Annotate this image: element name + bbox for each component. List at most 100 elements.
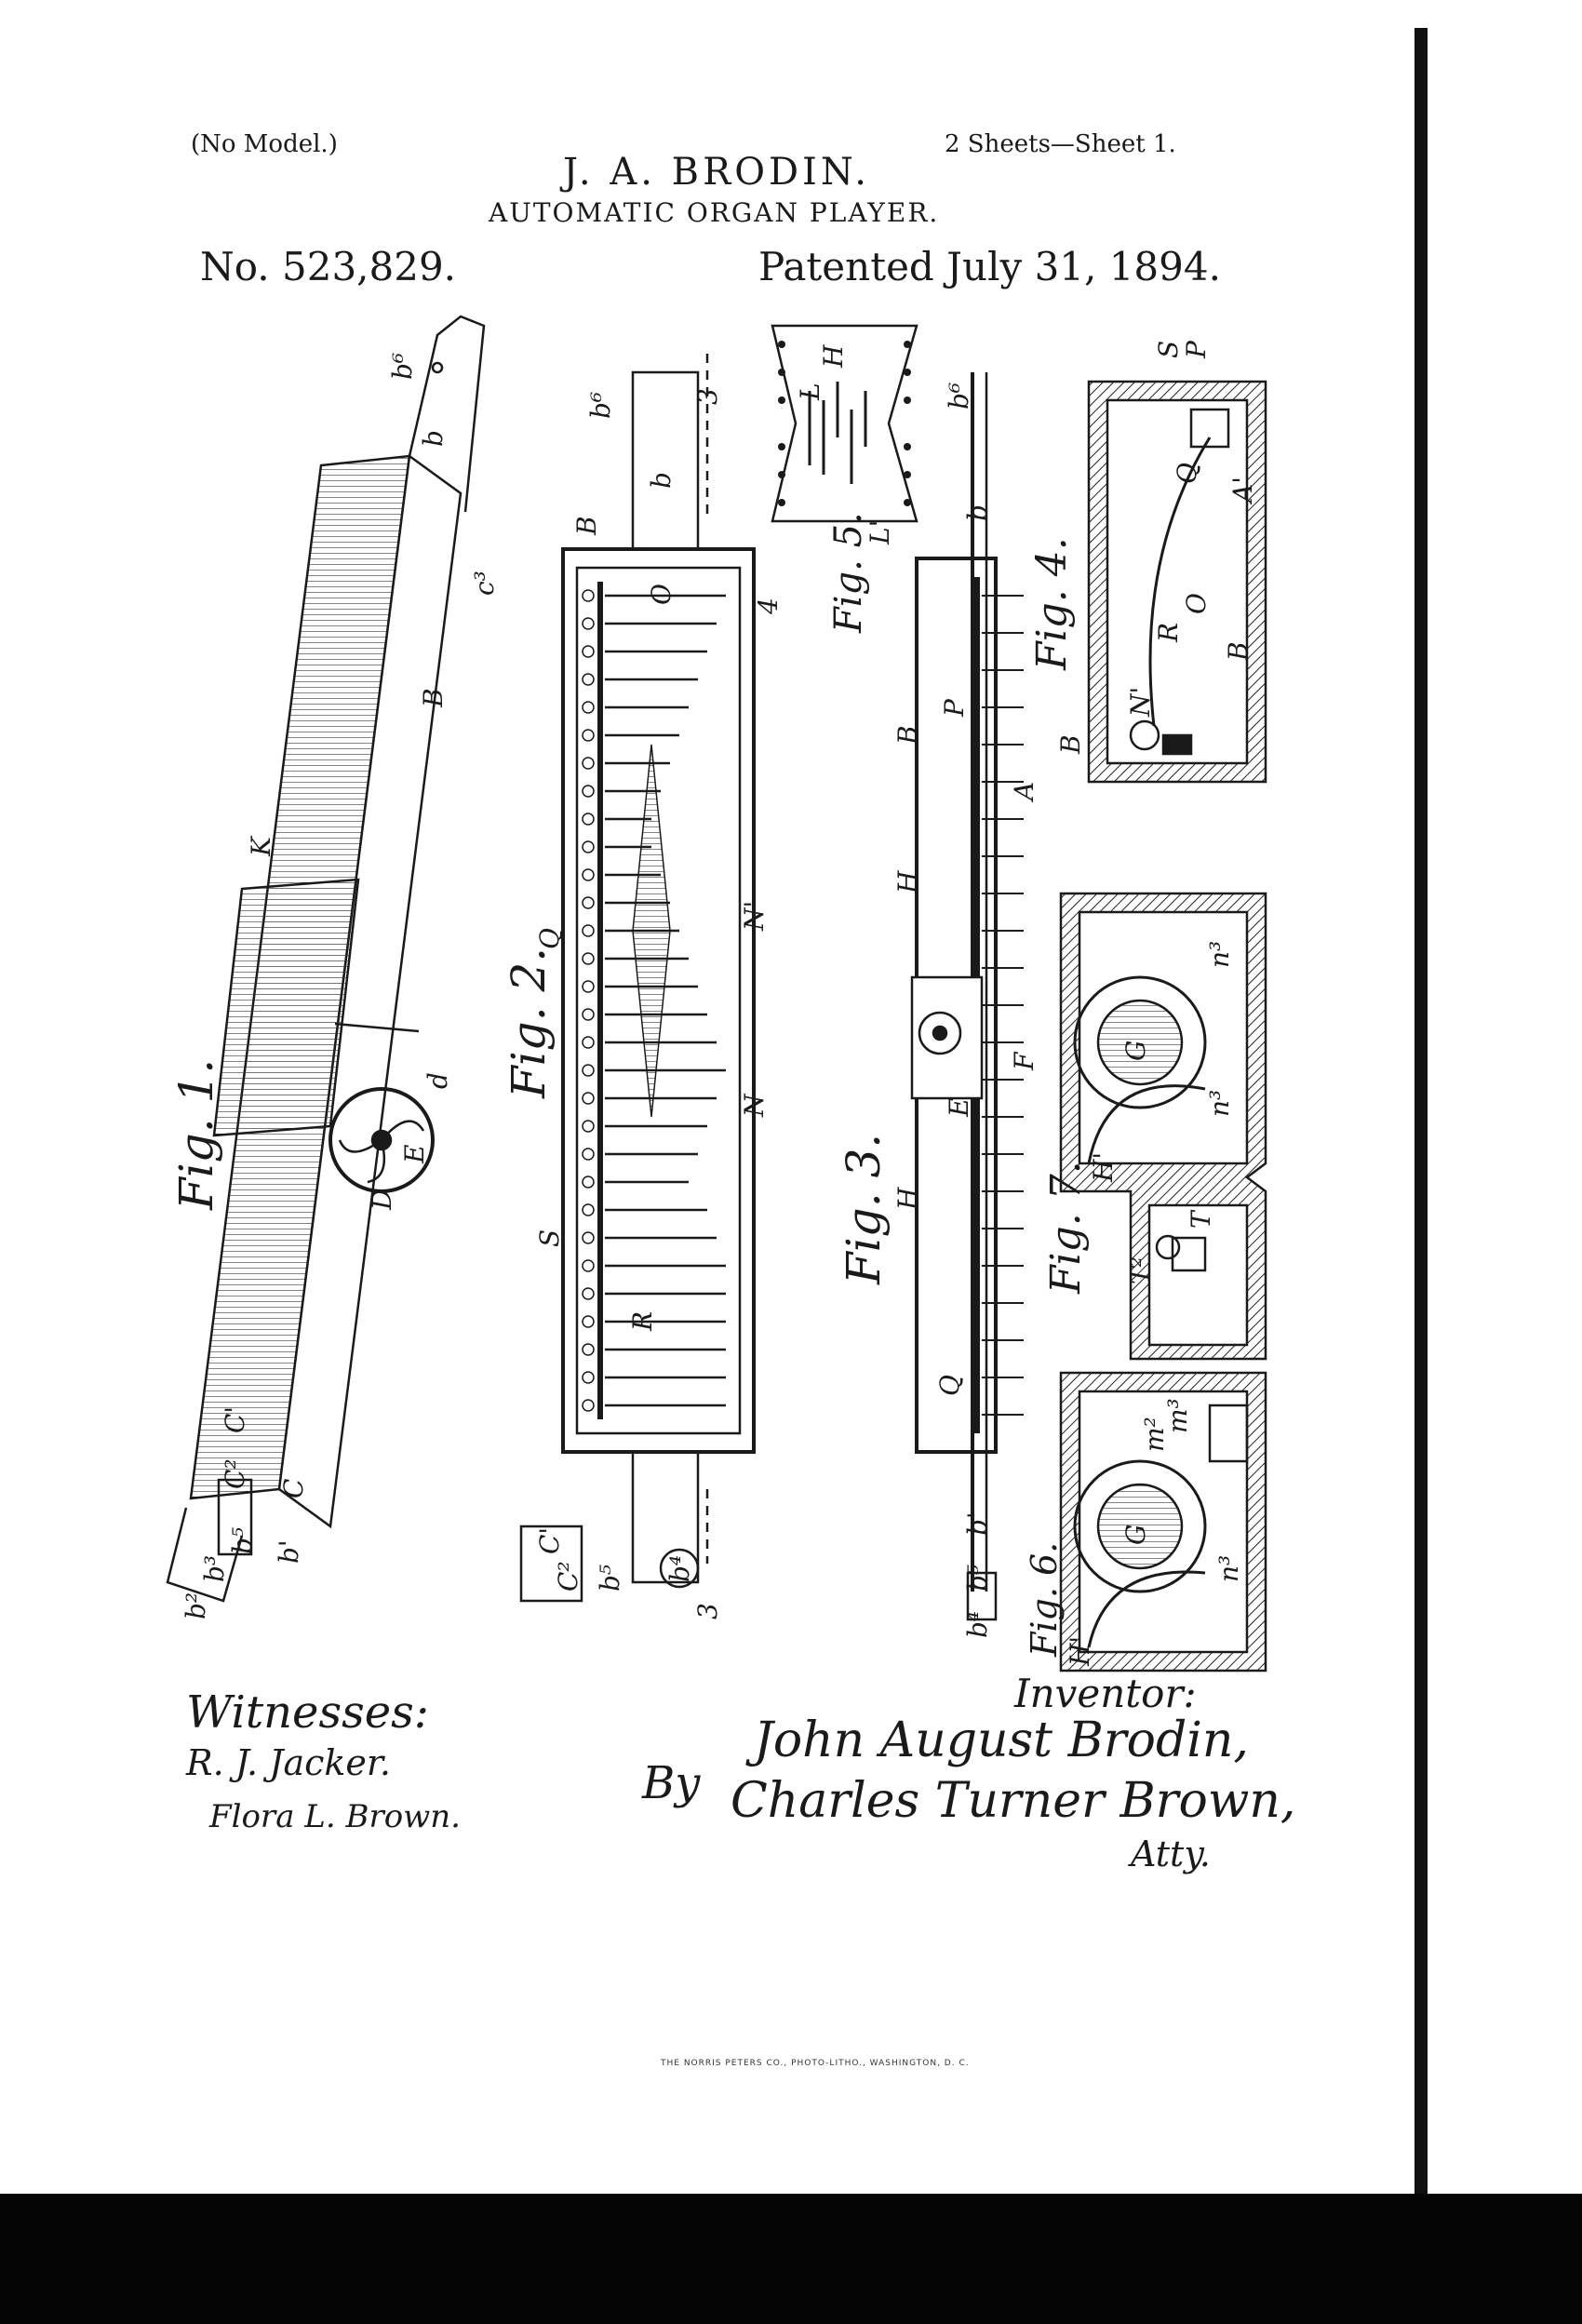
ref-b5-fig1: b⁵ — [227, 1527, 258, 1554]
ref-h-fig3: H — [892, 870, 923, 894]
printer-credit: THE NORRIS PETERS CO., PHOTO-LITHO., WAS… — [661, 2059, 970, 2068]
ref-h1-fig7: H' — [1088, 1152, 1119, 1183]
ref-r-fig2: R — [627, 1311, 658, 1332]
figure-3-drawing — [910, 372, 1024, 1621]
ref-t2-fig7: T² — [1125, 1256, 1156, 1284]
ref-b-body-fig2: B — [571, 516, 602, 536]
inventor-label: Inventor: — [1014, 1671, 1197, 1716]
ref-h-fig5: H — [818, 344, 849, 369]
ref-b4-fig3: b⁴ — [962, 1611, 993, 1638]
figure-5-drawing — [771, 324, 918, 523]
inventor-name-header: J. A. BRODIN. — [563, 151, 871, 194]
ref-p-fig3: P — [939, 698, 970, 718]
ref-c1-fig1: C' — [220, 1406, 250, 1433]
ref-e-fig1: E — [399, 1145, 430, 1164]
ref-q-fig4: Q — [1172, 463, 1202, 484]
ref-b-fig4: B — [1223, 641, 1254, 662]
ref-g-fig7: G — [1120, 1041, 1151, 1061]
ref-d-fig1: d — [422, 1072, 453, 1089]
witness-one-signature: R. J. Jacker. — [186, 1742, 391, 1783]
figure-6-caption: Fig. 6. — [1024, 1542, 1065, 1658]
ref-b2-fig1: b² — [181, 1592, 211, 1619]
figure-1-drawing — [166, 315, 486, 1603]
patent-date: Patented July 31, 1894. — [758, 244, 1221, 289]
figure-7-drawing — [1059, 892, 1267, 1361]
ref-n1-fig2: N' — [739, 901, 770, 932]
ref-b5-fig3: b⁵ — [962, 1565, 993, 1592]
ref-q-fig2: Q — [534, 928, 565, 949]
ref-d-caps-fig1: D — [367, 1189, 397, 1211]
figure-6-drawing — [1059, 1371, 1267, 1672]
ref-b-fig3: b — [962, 504, 993, 521]
inventor-signature: John August Brodin, — [754, 1713, 1249, 1768]
witnesses-label: Witnesses: — [186, 1686, 429, 1739]
patent-number: No. 523,829. — [200, 244, 457, 289]
ref-b3-fig1: b³ — [199, 1555, 230, 1582]
figure-1-caption: Fig. 1. — [169, 1059, 223, 1211]
ref-b4-fig2: b⁴ — [664, 1555, 695, 1582]
ref-h-lower-fig3: H — [892, 1187, 923, 1211]
scan-border-right — [1414, 28, 1428, 2194]
ref-k-fig1: K — [246, 835, 276, 857]
sheet-count: 2 Sheets—Sheet 1. — [945, 130, 1176, 158]
ref-r-fig4: R — [1153, 623, 1184, 643]
ref-o-fig2: O — [646, 584, 677, 605]
ref-b5-fig2: b⁵ — [595, 1565, 625, 1592]
ref-3-bottom-fig2: 3 — [692, 1603, 723, 1619]
ref-b1-fig1: b' — [274, 1539, 304, 1564]
ref-c2-fig1: C² — [220, 1458, 250, 1489]
scan-border-bottom — [0, 2194, 1582, 2324]
ref-g-fig6: G — [1120, 1525, 1151, 1545]
ref-m3-fig6: m³ — [1162, 1398, 1193, 1433]
ref-b-body-fig1: B — [418, 688, 449, 708]
ref-c-fig1: C — [278, 1479, 309, 1498]
ref-4-fig2: 4 — [753, 598, 784, 615]
figure-4-caption: Fig. 4. — [1028, 537, 1076, 671]
ref-c3-fig1: c³ — [469, 571, 500, 596]
ref-n1-fig4: N' — [1125, 687, 1156, 718]
ref-b6-fig3: b⁶ — [944, 383, 974, 410]
ref-l1-fig5: L' — [865, 520, 895, 545]
ref-a-fig3: A — [1009, 782, 1039, 803]
ref-s-fig2: S — [534, 1229, 565, 1247]
ref-b-body-fig3: B — [892, 725, 923, 746]
ref-b6-fig2: b⁶ — [585, 392, 616, 419]
ref-b1-fig3: b' — [962, 1511, 993, 1536]
ref-b-fig1: b — [418, 430, 449, 447]
figure-7-caption: Fig. 7. — [1042, 1161, 1090, 1295]
ref-s-fig4: S — [1153, 341, 1184, 358]
ref-3-top-fig2: 3 — [692, 388, 723, 405]
ref-a1-fig4: A' — [1227, 477, 1258, 505]
ref-b-lower-fig4: B — [1055, 734, 1086, 755]
ref-n-fig2: N — [739, 1093, 770, 1118]
attorney-signature: Charles Turner Brown, — [731, 1773, 1296, 1829]
ref-t-fig7: T — [1186, 1209, 1216, 1229]
figure-2-drawing — [519, 354, 756, 1603]
ref-b6-fig1: b⁶ — [387, 353, 418, 380]
figure-5-caption: Fig. 5. — [827, 512, 870, 634]
figure-4-drawing — [1087, 380, 1267, 784]
ref-o-fig4: O — [1181, 593, 1212, 614]
no-model-note: (No Model.) — [191, 130, 338, 158]
witness-two-signature: Flora L. Brown. — [209, 1798, 461, 1835]
patent-title: AUTOMATIC ORGAN PLAYER. — [489, 197, 940, 228]
ref-n3-fig7: n³ — [1204, 941, 1235, 968]
figure-2-caption: Fig. 2. — [502, 947, 556, 1099]
ref-l-fig5: L — [795, 383, 825, 401]
ref-p-fig4: P — [1181, 340, 1212, 359]
ref-n3-lower-fig7: n³ — [1204, 1090, 1235, 1117]
figure-2-hole-row — [582, 589, 595, 1412]
ref-c1-fig2: C' — [534, 1527, 565, 1554]
attorney-suffix: Atty. — [1131, 1834, 1211, 1874]
ref-m2-fig6: m² — [1139, 1417, 1170, 1452]
ref-f-fig3: F — [1009, 1051, 1039, 1071]
ref-b-fig2: b — [646, 472, 677, 489]
by-label: By — [642, 1757, 701, 1809]
ref-n3-fig6: n³ — [1213, 1555, 1244, 1582]
ref-c2-fig2: C² — [553, 1561, 583, 1592]
figure-3-caption: Fig. 3. — [837, 1134, 891, 1285]
ref-e-fig3: E — [944, 1098, 974, 1118]
ref-h1-fig6: H' — [1065, 1636, 1095, 1667]
